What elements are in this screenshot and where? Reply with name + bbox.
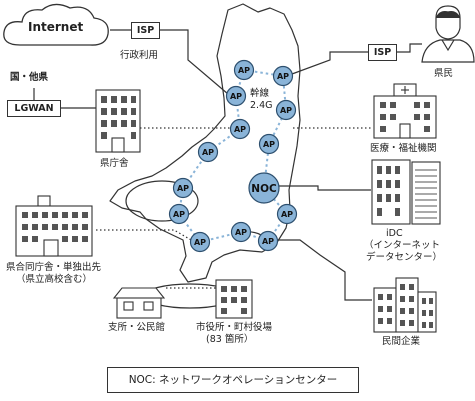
trunk-speed-label: 2.4G: [250, 100, 273, 111]
city-office-count-label: (83 箇所）: [206, 334, 254, 345]
national-pref-label: 国・他県: [10, 72, 49, 83]
connection-lines: [33, 29, 422, 301]
hospital-icon: [373, 83, 437, 139]
ap-label: AP: [263, 140, 275, 149]
ap-node[interactable]: [258, 133, 280, 155]
isp-left-box: ISP: [131, 22, 160, 39]
office-building-icon: [215, 279, 253, 319]
person-icon: [421, 5, 475, 63]
citizen-label: 県民: [434, 68, 454, 79]
noc-node[interactable]: [248, 172, 280, 204]
ap-node[interactable]: [197, 141, 219, 163]
ap-node[interactable]: [257, 230, 279, 252]
idc-sub1-label: （インターネット: [364, 240, 441, 251]
joint-office-label: 県合同庁舎・単独出先: [6, 262, 102, 273]
legend-box: NOC: ネットワークオペレーションセンター: [107, 367, 359, 393]
idc-sub2-label: データセンター）: [366, 252, 443, 263]
office-building-icon: [95, 89, 141, 153]
ap-node[interactable]: [168, 203, 190, 225]
trunk-label: 幹線: [250, 88, 270, 99]
ap-node[interactable]: [233, 59, 255, 81]
ap-node[interactable]: [189, 231, 211, 253]
ap-label: AP: [262, 237, 274, 246]
cloud-icon: [3, 3, 109, 46]
lgwan-box: LGWAN: [7, 100, 61, 117]
ap-node[interactable]: [225, 85, 247, 107]
ap-label: AP: [194, 238, 206, 247]
noc-label: NOC: [251, 183, 277, 195]
house-icon: [112, 287, 166, 319]
idc-label: iDC: [386, 228, 403, 239]
ap-label: AP: [230, 92, 242, 101]
admin-use-label: 行政利用: [120, 50, 159, 61]
office-building-icon: [373, 277, 437, 333]
prefecture-outline: [109, 3, 301, 283]
isp-right-box: ISP: [368, 44, 397, 61]
ap-node[interactable]: [272, 65, 294, 87]
private-label: 民間企業: [382, 336, 421, 347]
ap-label: AP: [277, 72, 289, 81]
ap-label: AP: [281, 210, 293, 219]
ap-label: AP: [235, 228, 247, 237]
ap-labels: AP AP AP AP AP AP AP AP AP AP AP AP AP N…: [173, 66, 293, 247]
office-building-icon: [15, 195, 93, 257]
internet-label: Internet: [28, 20, 84, 34]
ap-label: AP: [234, 125, 246, 134]
dotted-links: [96, 127, 372, 289]
ap-node[interactable]: [275, 99, 297, 121]
medical-label: 医療・福祉機関: [370, 143, 437, 154]
ap-label: AP: [177, 184, 189, 193]
ap-label: AP: [173, 210, 185, 219]
branch-label: 支所・公民館: [108, 322, 166, 333]
ap-label: AP: [202, 148, 214, 157]
ap-node[interactable]: [172, 177, 194, 199]
ap-label: AP: [238, 66, 250, 75]
ap-node[interactable]: [229, 118, 251, 140]
pref-office-label: 県庁舎: [100, 158, 129, 169]
pref-loop: [125, 180, 199, 222]
ap-node[interactable]: [230, 221, 252, 243]
ap-nodes: [168, 59, 298, 253]
backbone-ring: [177, 68, 289, 244]
ap-label: AP: [280, 106, 292, 115]
ap-node[interactable]: [276, 203, 298, 225]
datacenter-icon: [371, 159, 441, 225]
joint-office-sub-label: （県立高校含む）: [16, 274, 93, 285]
city-office-label: 市役所・町村役場: [196, 322, 273, 333]
